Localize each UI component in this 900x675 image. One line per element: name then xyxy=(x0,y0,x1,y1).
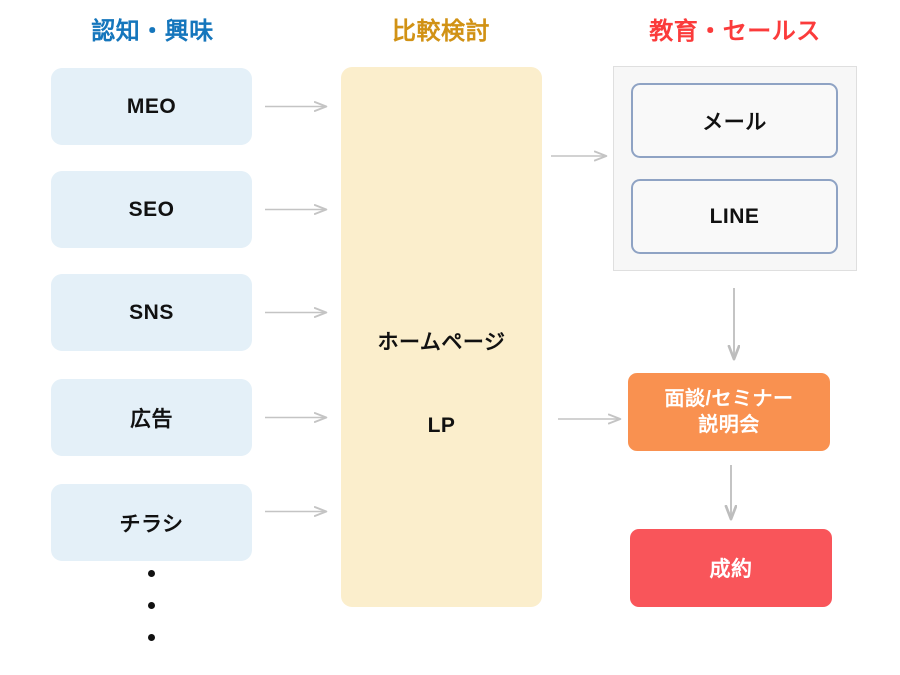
meeting-line-2: 説明会 xyxy=(698,414,760,436)
nurture-box-line: LINE xyxy=(631,179,838,254)
nurture-box-mail: メール xyxy=(631,83,838,158)
channel-label: チラシ xyxy=(119,512,184,536)
dot-icon xyxy=(148,634,155,641)
dot-icon xyxy=(148,602,155,609)
channel-box-ad: 広告 xyxy=(51,379,252,456)
channel-box-seo: SEO xyxy=(51,171,252,248)
center-panel-label-homepage: ホームページ xyxy=(377,331,506,354)
dot-icon xyxy=(148,570,155,577)
ellipsis-dots-icon xyxy=(51,570,252,641)
channel-label: MEO xyxy=(126,94,177,118)
channel-box-meo: MEO xyxy=(51,68,252,145)
column-header-consideration: 比較検討 xyxy=(392,18,490,45)
center-panel-consideration: ホームページ LP xyxy=(341,67,542,607)
column-header-awareness: 認知・興味 xyxy=(91,18,214,45)
channel-label: SEO xyxy=(128,197,175,221)
channel-label: SNS xyxy=(129,300,174,324)
nurture-label: メール xyxy=(702,110,767,134)
nurture-container: メール LINE xyxy=(613,66,857,271)
channel-box-flyer: チラシ xyxy=(51,484,252,561)
conversion-box: 成約 xyxy=(630,529,832,607)
meeting-seminar-box: 面談/セミナー 説明会 xyxy=(628,373,830,451)
center-panel-label-lp: LP xyxy=(427,414,456,437)
meeting-line-1: 面談/セミナー xyxy=(664,387,794,410)
conversion-label: 成約 xyxy=(709,558,753,581)
column-header-sales: 教育・セールス xyxy=(649,18,821,45)
channel-box-sns: SNS xyxy=(51,274,252,351)
channel-label: 広告 xyxy=(130,407,173,431)
nurture-label: LINE xyxy=(709,204,760,228)
